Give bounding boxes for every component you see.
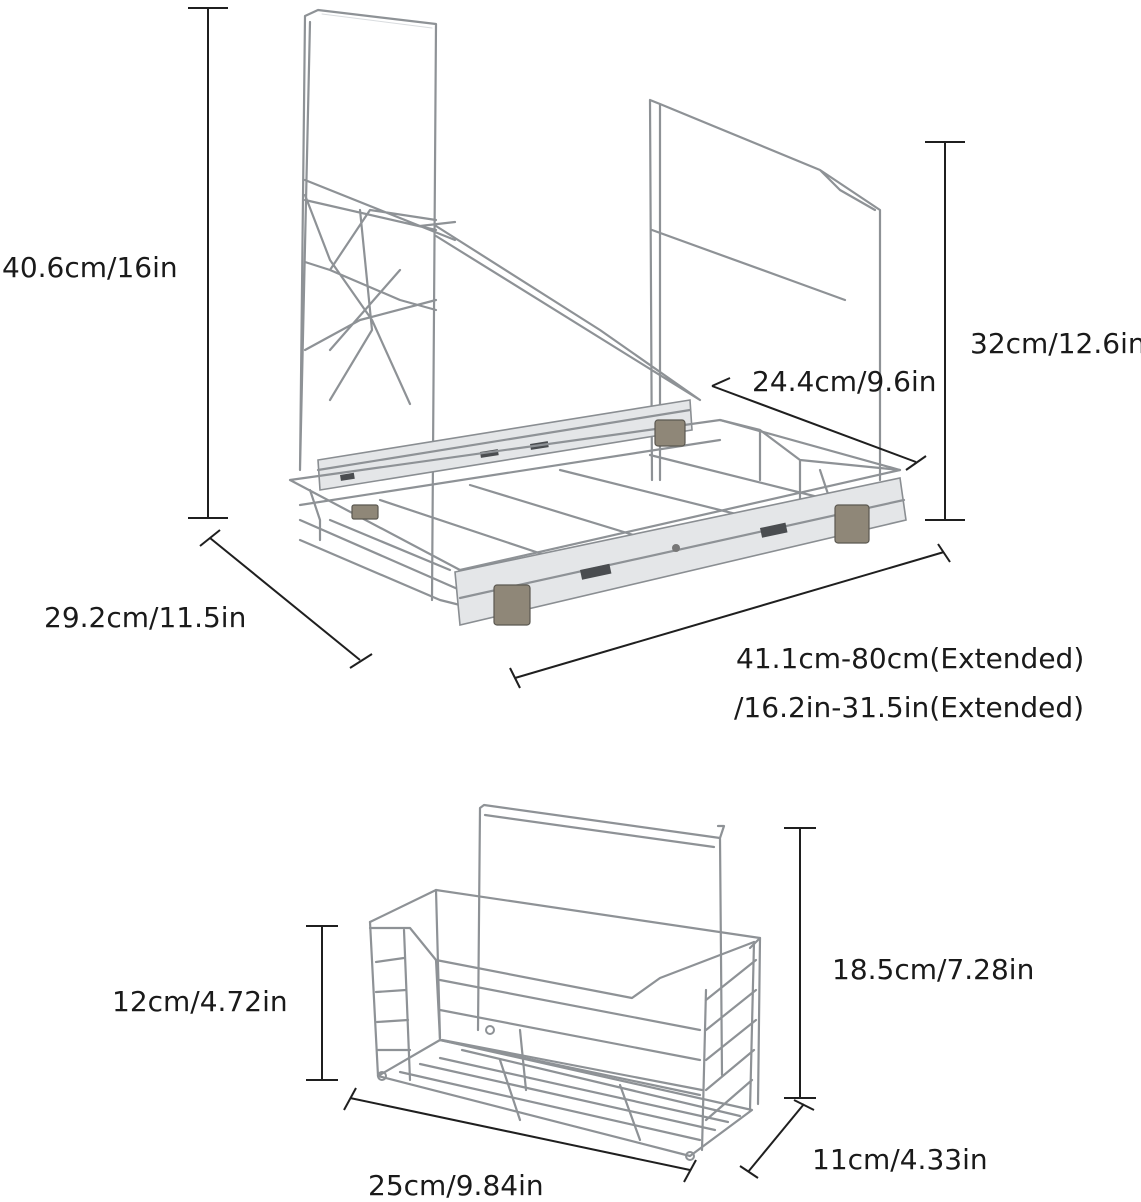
basket-illustration bbox=[368, 803, 762, 1161]
drawer-frame-width-label: 24.4cm/9.6in bbox=[752, 365, 937, 398]
basket-dimension-lines bbox=[306, 827, 816, 1183]
basket-width-label: 25cm/9.84in bbox=[368, 1169, 544, 1202]
drawer-frame-height-label: 32cm/12.6in bbox=[970, 327, 1141, 360]
drawer-depth-label: 29.2cm/11.5in bbox=[44, 601, 247, 634]
drawer-height-label: 40.6cm/16in bbox=[2, 251, 178, 284]
drawer-length-label-line1: 41.1cm-80cm(Extended) bbox=[736, 642, 1085, 675]
drawer-length-label-line2: /16.2in-31.5in(Extended) bbox=[734, 691, 1085, 724]
basket-depth-label: 11cm/4.33in bbox=[812, 1143, 988, 1176]
basket-total-height-label: 18.5cm/7.28in bbox=[832, 953, 1035, 986]
basket-height-label: 12cm/4.72in bbox=[112, 985, 288, 1018]
drawer-unit-illustration bbox=[288, 8, 907, 626]
drawer-dimension-lines bbox=[188, 7, 965, 689]
